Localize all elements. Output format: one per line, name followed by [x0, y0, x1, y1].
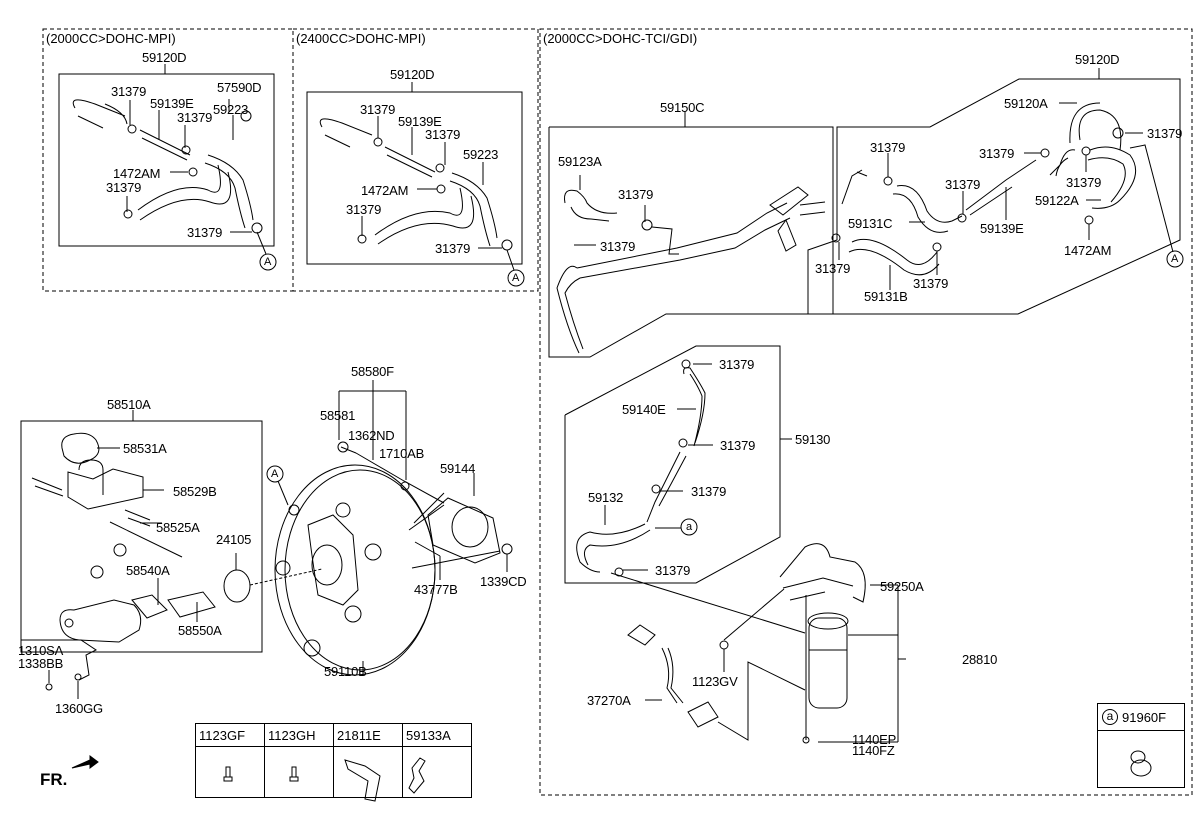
- ref-a-circle: [680, 518, 698, 536]
- part-label[interactable]: 59223: [213, 102, 249, 117]
- part-label[interactable]: 31379: [435, 241, 471, 256]
- part-label[interactable]: 1339CD: [480, 574, 527, 589]
- part-label[interactable]: 28810: [962, 652, 998, 667]
- part-label[interactable]: 57590D: [217, 80, 262, 95]
- part-label[interactable]: 58525A: [156, 520, 200, 535]
- legend-box: a 91960F: [1097, 703, 1185, 788]
- part-label[interactable]: 31379: [360, 102, 396, 117]
- part-label[interactable]: 31379: [618, 187, 654, 202]
- part-label[interactable]: 31379: [870, 140, 906, 155]
- check-valve-icon: [402, 746, 472, 798]
- part-label[interactable]: 31379: [945, 177, 981, 192]
- part-label[interactable]: 31379: [815, 261, 851, 276]
- part-label[interactable]: 59139E: [980, 221, 1024, 236]
- part-label[interactable]: 58550A: [178, 623, 222, 638]
- part-label[interactable]: 59120D: [1075, 52, 1120, 67]
- part-label[interactable]: 58529B: [173, 484, 217, 499]
- part-label[interactable]: 31379: [1066, 175, 1102, 190]
- section-title-mpi-2400: (2400CC>DOHC-MPI): [296, 31, 426, 46]
- part-label[interactable]: 59140E: [622, 402, 666, 417]
- part-label[interactable]: 59110B: [324, 664, 367, 679]
- part-label[interactable]: 59120D: [142, 50, 187, 65]
- part-label[interactable]: 59150C: [660, 100, 705, 115]
- parts-table-header[interactable]: 21811E: [333, 723, 403, 747]
- part-label[interactable]: 31379: [600, 239, 636, 254]
- part-label[interactable]: 31379: [1147, 126, 1183, 141]
- part-label[interactable]: 31379: [655, 563, 691, 578]
- part-label[interactable]: 59144: [440, 461, 476, 476]
- part-label[interactable]: 31379: [691, 484, 727, 499]
- part-label[interactable]: 24105: [216, 532, 252, 547]
- part-label[interactable]: 37270A: [587, 693, 631, 708]
- ref-a-circle: [266, 465, 284, 483]
- section-title-tci-gdi: (2000CC>DOHC-TCI/GDI): [543, 31, 698, 46]
- ref-label: A: [512, 272, 520, 284]
- part-label[interactable]: 1360GG: [55, 701, 103, 716]
- parts-table-header[interactable]: 1123GH: [264, 723, 334, 747]
- ref-a-circle: [507, 269, 525, 287]
- part-label[interactable]: 31379: [177, 110, 213, 125]
- gasket: [427, 497, 501, 564]
- part-label[interactable]: 59139E: [150, 96, 194, 111]
- part-label[interactable]: 1123GV: [692, 674, 738, 689]
- part-label[interactable]: 1472AM: [361, 183, 409, 198]
- part-label[interactable]: 59120A: [1004, 96, 1048, 111]
- ref-label: A: [264, 256, 272, 268]
- bracket-icon: [333, 746, 403, 798]
- part-label[interactable]: 59131C: [848, 216, 893, 231]
- part-label[interactable]: 59122A: [1035, 193, 1079, 208]
- part-label[interactable]: 58531A: [123, 441, 167, 456]
- section-frame-tci-gdi: [539, 28, 1193, 796]
- front-direction-marker: FR.: [40, 770, 68, 789]
- part-label[interactable]: 58540A: [126, 563, 170, 578]
- ref-a-circle: [259, 253, 277, 271]
- part-label[interactable]: 1472AM: [1064, 243, 1112, 258]
- part-label[interactable]: 43777B: [414, 582, 458, 597]
- legend-marker: a: [1102, 709, 1118, 725]
- part-label[interactable]: 31379: [720, 438, 756, 453]
- part-label[interactable]: 1338BB: [18, 656, 64, 671]
- part-label[interactable]: 59130: [795, 432, 831, 447]
- part-label[interactable]: 59123A: [558, 154, 602, 169]
- bolt-icon: [264, 746, 334, 798]
- part-label[interactable]: 31379: [187, 225, 223, 240]
- part-label[interactable]: 58580F: [351, 364, 394, 379]
- part-label[interactable]: 31379: [913, 276, 949, 291]
- bolt-icon: [195, 746, 265, 798]
- part-label[interactable]: 1310SA: [18, 643, 64, 658]
- part-label[interactable]: 31379: [979, 146, 1015, 161]
- section-frame-mpi-2000: [42, 28, 294, 292]
- part-label[interactable]: 58510A: [107, 397, 151, 412]
- ref-label: A: [1171, 253, 1179, 265]
- reservoir-cap: [61, 432, 100, 464]
- part-label[interactable]: 58581: [320, 408, 356, 423]
- ref-a-circle: [1166, 250, 1184, 268]
- o-ring: [223, 569, 251, 603]
- section-title-mpi-2000: (2000CC>DOHC-MPI): [46, 31, 176, 46]
- part-label[interactable]: 59250A: [880, 579, 924, 594]
- part-label[interactable]: 59223: [463, 147, 499, 162]
- part-label[interactable]: 31379: [106, 180, 142, 195]
- part-label[interactable]: 1140FZ: [852, 743, 895, 758]
- part-label[interactable]: 59131B: [864, 289, 908, 304]
- legend-part[interactable]: 91960F: [1122, 709, 1167, 725]
- part-label[interactable]: 1140EP: [852, 732, 897, 747]
- part-label[interactable]: 59120D: [390, 67, 435, 82]
- ref-label: A: [271, 468, 279, 480]
- parts-table-header[interactable]: 1123GF: [195, 723, 265, 747]
- part-label[interactable]: 31379: [346, 202, 382, 217]
- part-label[interactable]: 31379: [425, 127, 461, 142]
- part-label[interactable]: 1362ND: [348, 428, 395, 443]
- part-label[interactable]: 1472AM: [113, 166, 161, 181]
- part-label[interactable]: 59139E: [398, 114, 442, 129]
- part-label[interactable]: 31379: [719, 357, 755, 372]
- part-label[interactable]: 59132: [588, 490, 624, 505]
- parts-table-header[interactable]: 59133A: [402, 723, 472, 747]
- part-label[interactable]: 1710AB: [379, 446, 425, 461]
- section-frame-mpi-2400: [292, 28, 539, 292]
- parts-table: 1123GF 1123GH 21811E 59133A: [195, 723, 472, 798]
- ref-label: a: [686, 521, 692, 533]
- part-label[interactable]: 31379: [111, 84, 147, 99]
